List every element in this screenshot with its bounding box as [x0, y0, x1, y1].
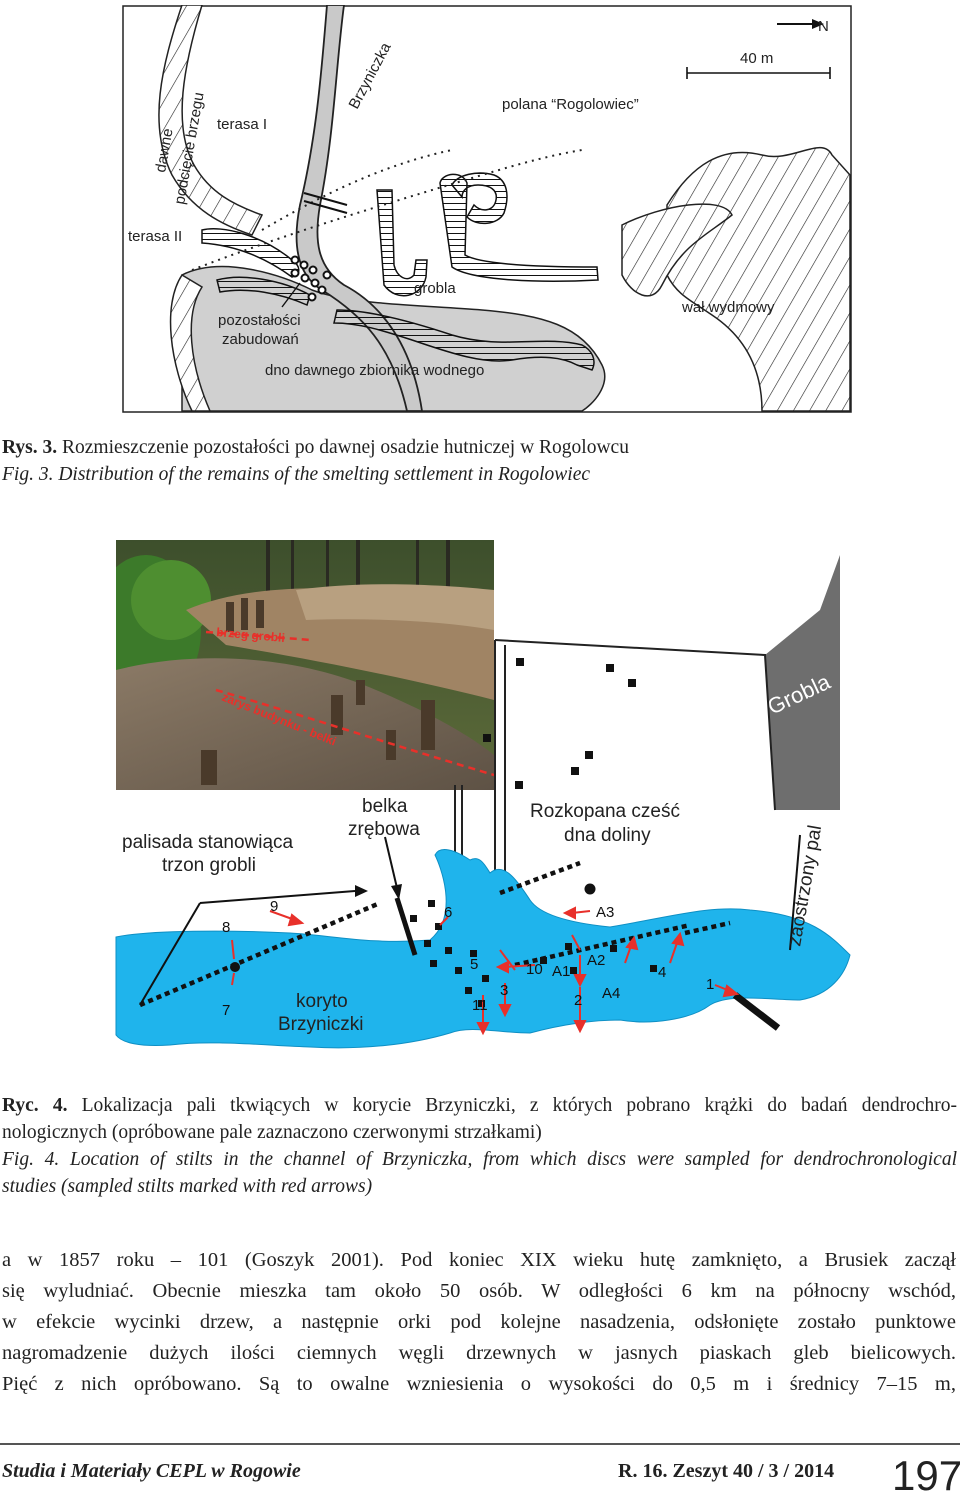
- fig3-caption-pl-label: Rys. 3.: [2, 437, 58, 458]
- fig4-caption-en-line1: Location of stilts in the channel of Brz…: [69, 1149, 957, 1170]
- diagram-label-koryto-1: koryto: [296, 991, 348, 1012]
- diagram-label-koryto-2: Brzyniczki: [278, 1014, 364, 1035]
- body-line-1: a w 1857 roku – 101 (Goszyk 2001). Pod k…: [2, 1249, 956, 1271]
- stilt-label-3: 3: [500, 982, 508, 999]
- fig4-caption-en-line2: studies (sampled stilts marked with red …: [2, 1176, 373, 1197]
- stilt-label-11: 11: [472, 997, 488, 1014]
- fig3-caption-en-label: Fig. 3.: [2, 464, 54, 485]
- label-wal: wał wydmowy: [681, 299, 775, 316]
- fig4-caption-pl-line2: nologicznych (opróbowane pale zaznaczono…: [2, 1122, 542, 1143]
- figure-4-diagram: Grobla: [115, 555, 851, 1049]
- stilt-label-10: 10: [526, 961, 543, 978]
- label-polana: polana “Rogolowiec”: [502, 96, 639, 113]
- diagram-label-palisada-1: palisada stanowiąca: [122, 832, 294, 853]
- body-paragraph: a w 1857 roku – 101 (Goszyk 2001). Pod k…: [2, 1245, 956, 1400]
- figure-3-caption: Rys. 3. Rozmieszczenie pozostałości po d…: [2, 434, 952, 488]
- stilt-label-5: 5: [470, 956, 478, 973]
- diagram-label-rozkopana-2: dna doliny: [564, 825, 651, 846]
- label-terasa-1: terasa I: [217, 116, 267, 133]
- footer-journal: Studia i Materiały CEPL w Rogowie: [2, 1460, 301, 1482]
- stilt-label-2: 2: [574, 992, 582, 1009]
- stilt-label-4: 4: [658, 964, 666, 981]
- stilt-label-9: 9: [270, 898, 278, 915]
- label-terasa-2: terasa II: [128, 228, 182, 245]
- body-line-4: nagromadzenie dużych ilości ciemnych węg…: [2, 1342, 956, 1364]
- fig3-caption-pl: Rozmieszczenie pozostałości po dawnej os…: [62, 437, 629, 458]
- north-label: N: [818, 18, 829, 35]
- stilt-label-1: 1: [706, 976, 714, 993]
- scale-label: 40 m: [740, 50, 773, 67]
- diagram-label-belka-2: zrębowa: [348, 819, 420, 840]
- diagram-label-belka-1: belka: [362, 796, 408, 817]
- photo-label-brzeg: brzeg grobli: [216, 625, 286, 645]
- label-zabudowan: zabudowań: [222, 331, 299, 348]
- figure-3-map: N 40 m Brzyniczka polana “Rogolowiec” te…: [122, 5, 852, 413]
- stilt-label-6: 6: [444, 904, 452, 921]
- body-line-2: się wyludniać. Obecnie mieszka tam około…: [2, 1280, 956, 1302]
- diagram-label-rozkopana-1: Rozkopana cześć: [530, 801, 680, 822]
- page-number: 197: [892, 1452, 960, 1499]
- stilt-label-a2: A2: [587, 952, 605, 969]
- stilt-label-8: 8: [222, 919, 230, 936]
- body-line-3: w efekcie wycinki drzew, a następnie ork…: [2, 1311, 956, 1333]
- label-pozostalosci: pozostałości: [218, 312, 301, 329]
- figure-4-caption: Ryc. 4. Lokalizacja pali tkwiących w kor…: [2, 1092, 957, 1200]
- fig4-caption-pl-line1: Lokalizacja pali tkwiących w korycie Brz…: [81, 1095, 957, 1116]
- body-line-5: Pięć z nich opróbowano. Są to owalne wzn…: [2, 1373, 956, 1395]
- fig3-caption-en: Distribution of the remains of the smelt…: [58, 464, 591, 485]
- figure-4-photo: brzeg grobli zarys budynku - belki: [116, 540, 494, 790]
- label-dno: dno dawnego zbiornika wodnego: [265, 362, 484, 379]
- footer-rule: [0, 1443, 960, 1445]
- stilt-label-7: 7: [222, 1002, 230, 1019]
- fig4-caption-pl-label: Ryc. 4.: [2, 1095, 68, 1116]
- stilt-label-a1: A1: [552, 963, 570, 980]
- footer-volume: R. 16. Zeszyt 40 / 3 / 2014: [618, 1460, 835, 1482]
- diagram-label-palisada-2: trzon grobli: [162, 855, 256, 876]
- fig4-caption-en-label: Fig. 4.: [2, 1149, 60, 1170]
- stilt-label-a3: A3: [596, 904, 614, 921]
- stilt-label-a4: A4: [602, 985, 620, 1002]
- label-grobla: grobla: [414, 280, 456, 297]
